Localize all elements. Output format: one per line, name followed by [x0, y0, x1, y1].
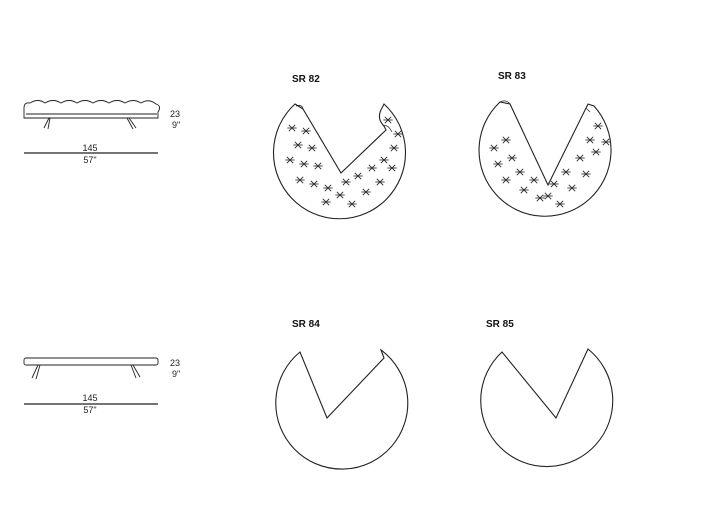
model-label-sr82: SR 82 [292, 74, 320, 85]
tufted-bench-side-view [23, 100, 161, 130]
height-cm-label-1: 23 [170, 109, 181, 119]
length-cm-label-1: 145 [82, 143, 98, 153]
height-cm-label-2: 23 [170, 358, 181, 368]
length-cm-label-2: 145 [82, 393, 98, 403]
sr83-top-view [478, 100, 612, 217]
sr85-top-view [480, 348, 614, 468]
sr82-top-view [272, 103, 407, 220]
length-in-label-1: 57" [83, 155, 97, 165]
length-in-label-2: 57" [83, 405, 97, 415]
model-label-sr83: SR 83 [498, 71, 526, 82]
model-label-sr85: SR 85 [486, 319, 514, 330]
flat-bench-side-view [23, 357, 159, 380]
height-in-label-2: 9" [172, 369, 181, 379]
model-label-sr84: SR 84 [292, 319, 320, 330]
height-in-label-1: 9" [172, 120, 181, 130]
sr84-top-view [275, 348, 409, 470]
